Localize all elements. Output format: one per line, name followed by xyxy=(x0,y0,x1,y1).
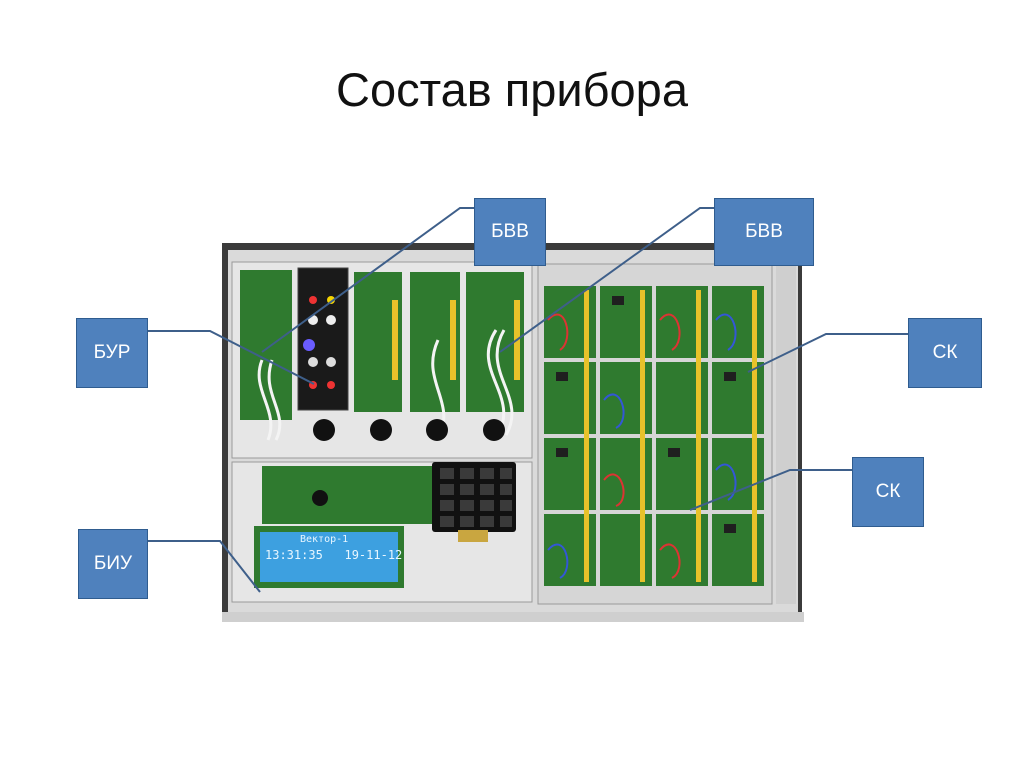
pcb-board xyxy=(262,466,432,524)
label-biu: БИУ xyxy=(78,529,148,599)
label-sk-top: СК xyxy=(908,318,982,388)
label-bvv-left: БВВ xyxy=(474,198,546,266)
label-bvv-right: БВВ xyxy=(714,198,814,266)
lcd-line-2: 13:31:35 19-11-12 xyxy=(265,548,403,562)
control-panel-black xyxy=(297,267,349,411)
lcd-screen xyxy=(260,532,398,582)
label-bur: БУР xyxy=(76,318,148,388)
keypad xyxy=(432,462,516,532)
slide-title: Состав прибора xyxy=(336,63,688,116)
label-sk-bottom: СК xyxy=(852,457,924,527)
lcd-line-1: Вектор-1 xyxy=(300,534,349,545)
pcb-board xyxy=(240,270,292,420)
